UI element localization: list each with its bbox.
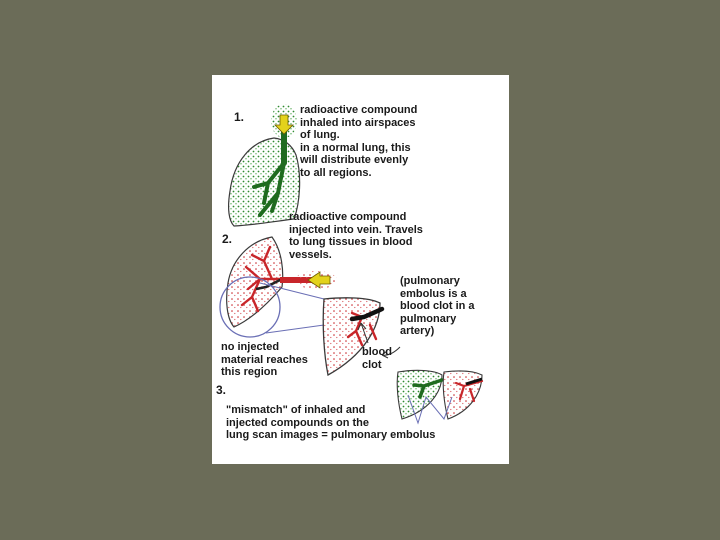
step-1-description: radioactive compound inhaled into airspa… bbox=[300, 104, 418, 179]
lung-scan-illustration bbox=[219, 104, 484, 425]
zoom-connector-lines bbox=[259, 282, 325, 334]
injected-scan-airway bbox=[465, 377, 483, 386]
airway-black bbox=[255, 277, 283, 291]
injected-scan-lung bbox=[442, 370, 483, 420]
injected-lung-diagram bbox=[219, 236, 337, 338]
lung-scan-figure: 1. radioactive compound inhaled into air… bbox=[212, 75, 509, 464]
step-1-number: 1. bbox=[234, 110, 245, 124]
inhale-arrow-icon bbox=[274, 114, 294, 135]
bronchi bbox=[252, 161, 286, 217]
inhaled-lung-diagram bbox=[228, 104, 301, 227]
embolus-pointer-arrow bbox=[381, 346, 401, 359]
blood-clot-label: blood clot bbox=[362, 346, 392, 371]
embolus-definition-note: (pulmonary embolus is a blood clot in a … bbox=[400, 275, 475, 337]
mismatch-connector-lines bbox=[407, 394, 453, 425]
step-3-description: "mismatch" of inhaled and injected compo… bbox=[226, 404, 436, 441]
mismatch-scan-images bbox=[396, 369, 484, 425]
defect-region-circle bbox=[219, 276, 281, 338]
inject-arrow-icon bbox=[307, 271, 331, 289]
no-injected-region-note: no injected material reaches this region bbox=[221, 341, 308, 378]
step-2-description: radioactive compound injected into vein.… bbox=[289, 211, 423, 261]
injected-scan-vessels bbox=[454, 379, 484, 403]
blood-clot-icon bbox=[349, 306, 385, 322]
step-2-number: 2. bbox=[222, 232, 233, 246]
inhaled-scan-airway bbox=[412, 378, 444, 399]
zoomed-lung-section bbox=[322, 297, 385, 377]
clot-pointer-arrow bbox=[357, 322, 369, 344]
step-3-number: 3. bbox=[216, 383, 227, 397]
